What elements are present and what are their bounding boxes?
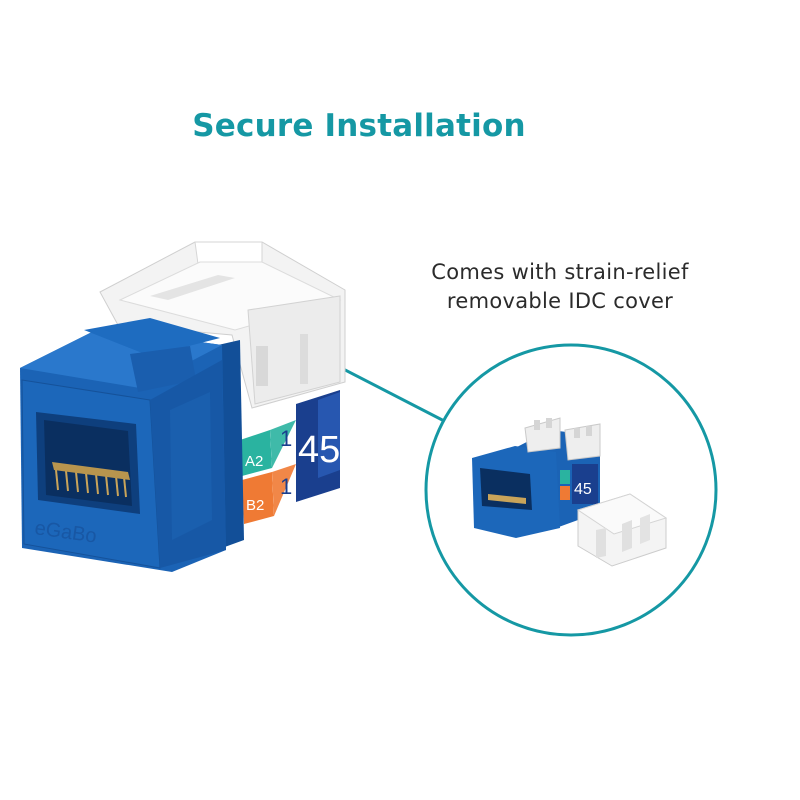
caption-line-2: removable IDC cover [446, 289, 674, 313]
caption-line-1: Comes with strain-relief [431, 260, 689, 284]
small-label-45: 45 [574, 481, 592, 498]
label-num-1a: 1 [280, 426, 292, 451]
small-jack-icon: 45 [472, 417, 601, 538]
callout-caption: Comes with strain-relief removable IDC c… [400, 258, 720, 316]
label-num-45: 45 [298, 429, 340, 471]
label-a2: A2 [245, 453, 263, 470]
zoom-callout-icon: 45 [424, 343, 718, 637]
label-b2: B2 [246, 497, 264, 514]
jack-wiring-labels: A2 B2 1 1 45 [240, 390, 340, 524]
label-num-1b: 1 [280, 474, 292, 499]
rj45-keystone-jack-icon: A2 B2 1 1 45 eGaBo [20, 241, 346, 572]
idc-cover-icon [576, 493, 668, 567]
page-title: Secure Installation [192, 108, 526, 144]
